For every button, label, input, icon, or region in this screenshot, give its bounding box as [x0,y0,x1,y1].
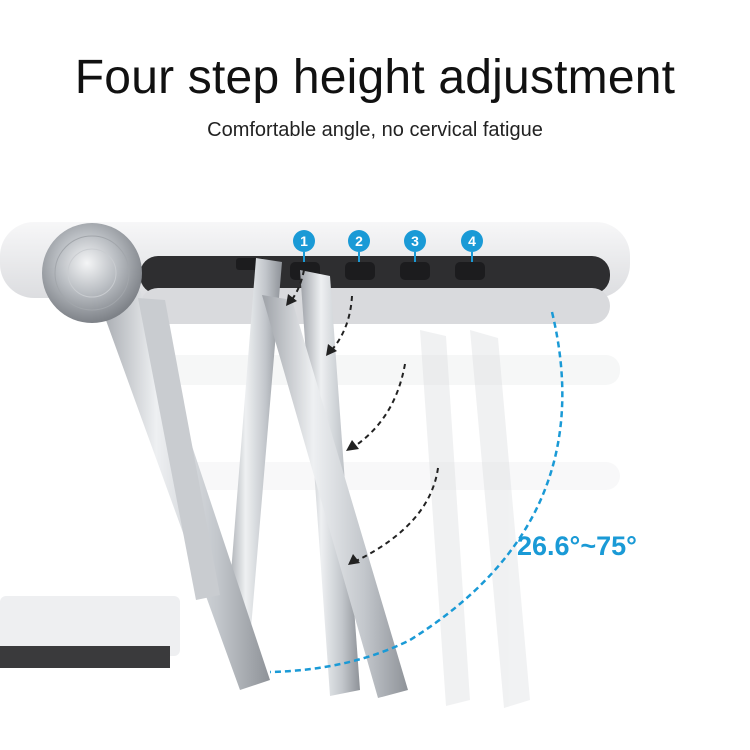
ghost-plate-3 [140,355,620,385]
step-badge-2: 2 [348,230,370,262]
angle-arc [269,311,564,674]
page-subtitle: Comfortable angle, no cervical fatigue [207,119,543,141]
step-badge-3: 3 [404,230,426,262]
step-badge-4: 4 [461,230,483,262]
step-badge-3-label: 3 [411,233,419,249]
step-badge-1: 1 [293,230,315,262]
arrow-heads [286,294,360,565]
angle-range-label: 26.6°~75° [517,531,637,561]
step-badge-4-label: 4 [468,233,476,249]
support-legs [95,258,408,698]
page-title: Four step height adjustment [74,51,676,104]
step-badge-2-label: 2 [355,233,363,249]
ghost-plate-2 [180,462,620,490]
step-badge-1-label: 1 [300,233,308,249]
hinge-knob [42,223,142,323]
ghost-legs [420,330,530,708]
base-plate [0,596,180,668]
